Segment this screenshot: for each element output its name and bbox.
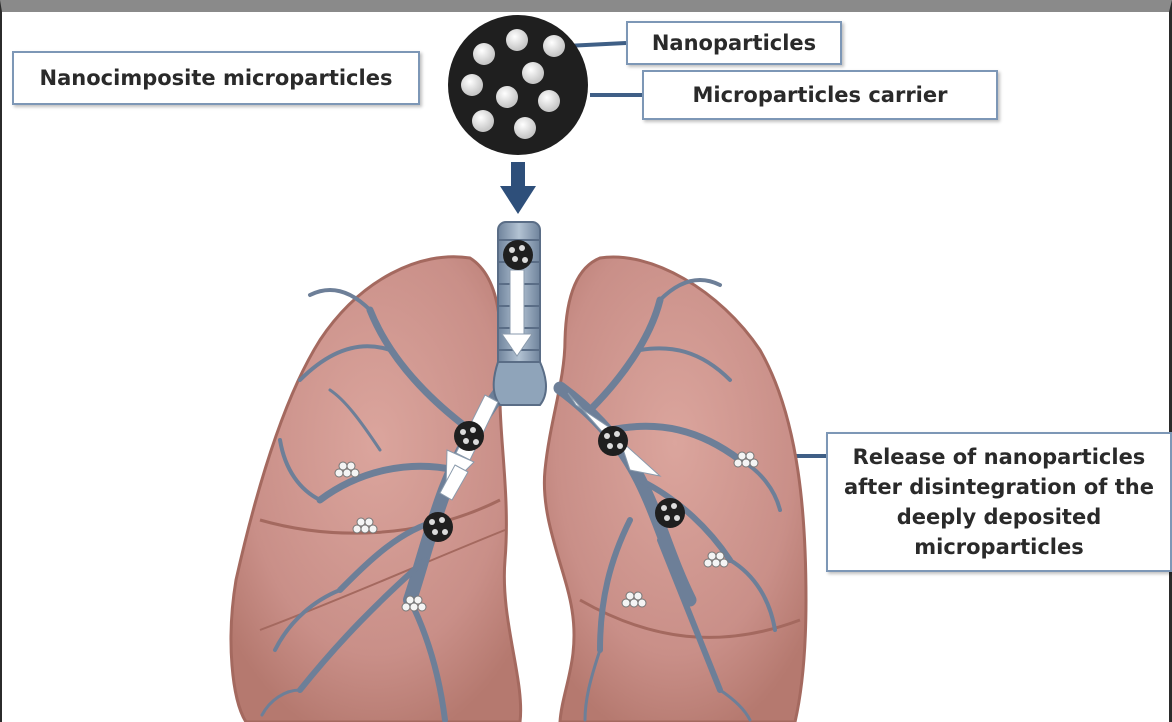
down-arrow-icon	[500, 162, 536, 214]
composite-microparticles-label: Nanocimposite microparticles	[12, 51, 420, 105]
nanoparticle-release-label: Release of nanoparticles after disintegr…	[826, 432, 1172, 572]
lungs-illustration	[231, 222, 806, 722]
microparticle-carrier-icon	[448, 15, 588, 155]
microparticles-carrier-label: Microparticles carrier	[642, 70, 998, 120]
nanoparticles-label: Nanoparticles	[626, 21, 842, 65]
